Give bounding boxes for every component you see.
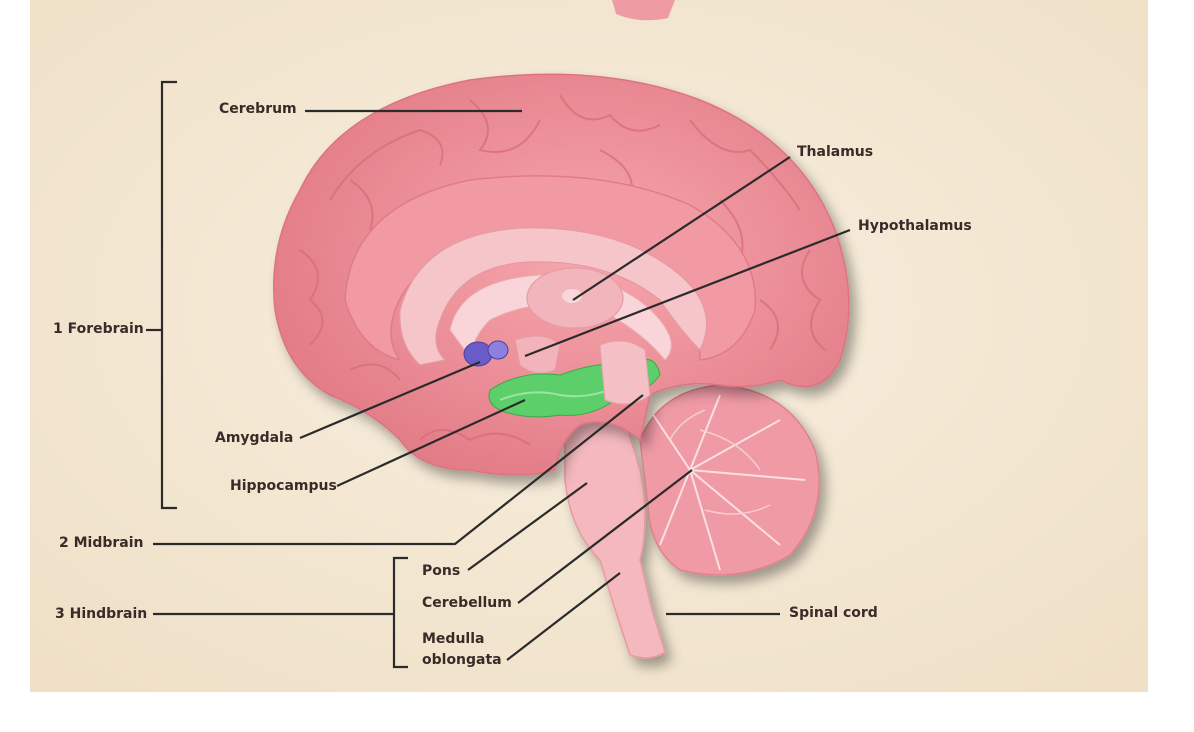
thalamus-label: Thalamus: [797, 144, 873, 161]
spinal-cord-label: Spinal cord: [789, 605, 878, 622]
hindbrain-label: 3 Hindbrain: [55, 606, 147, 623]
cerebellum-label: Cerebellum: [422, 595, 512, 612]
hippocampus-label: Hippocampus: [230, 478, 337, 495]
cerebrum-label: Cerebrum: [219, 101, 297, 118]
amygdala-label: Amygdala: [215, 430, 293, 447]
hypothalamus-label: Hypothalamus: [858, 218, 972, 235]
medulla-label-line2: oblongata: [422, 652, 502, 669]
forebrain-label: 1 Forebrain: [53, 321, 144, 338]
medulla-label-line1: Medulla: [422, 631, 484, 648]
amygdala-lobe: [488, 341, 508, 359]
midbrain-label: 2 Midbrain: [59, 535, 144, 552]
pons-label: Pons: [422, 563, 460, 580]
